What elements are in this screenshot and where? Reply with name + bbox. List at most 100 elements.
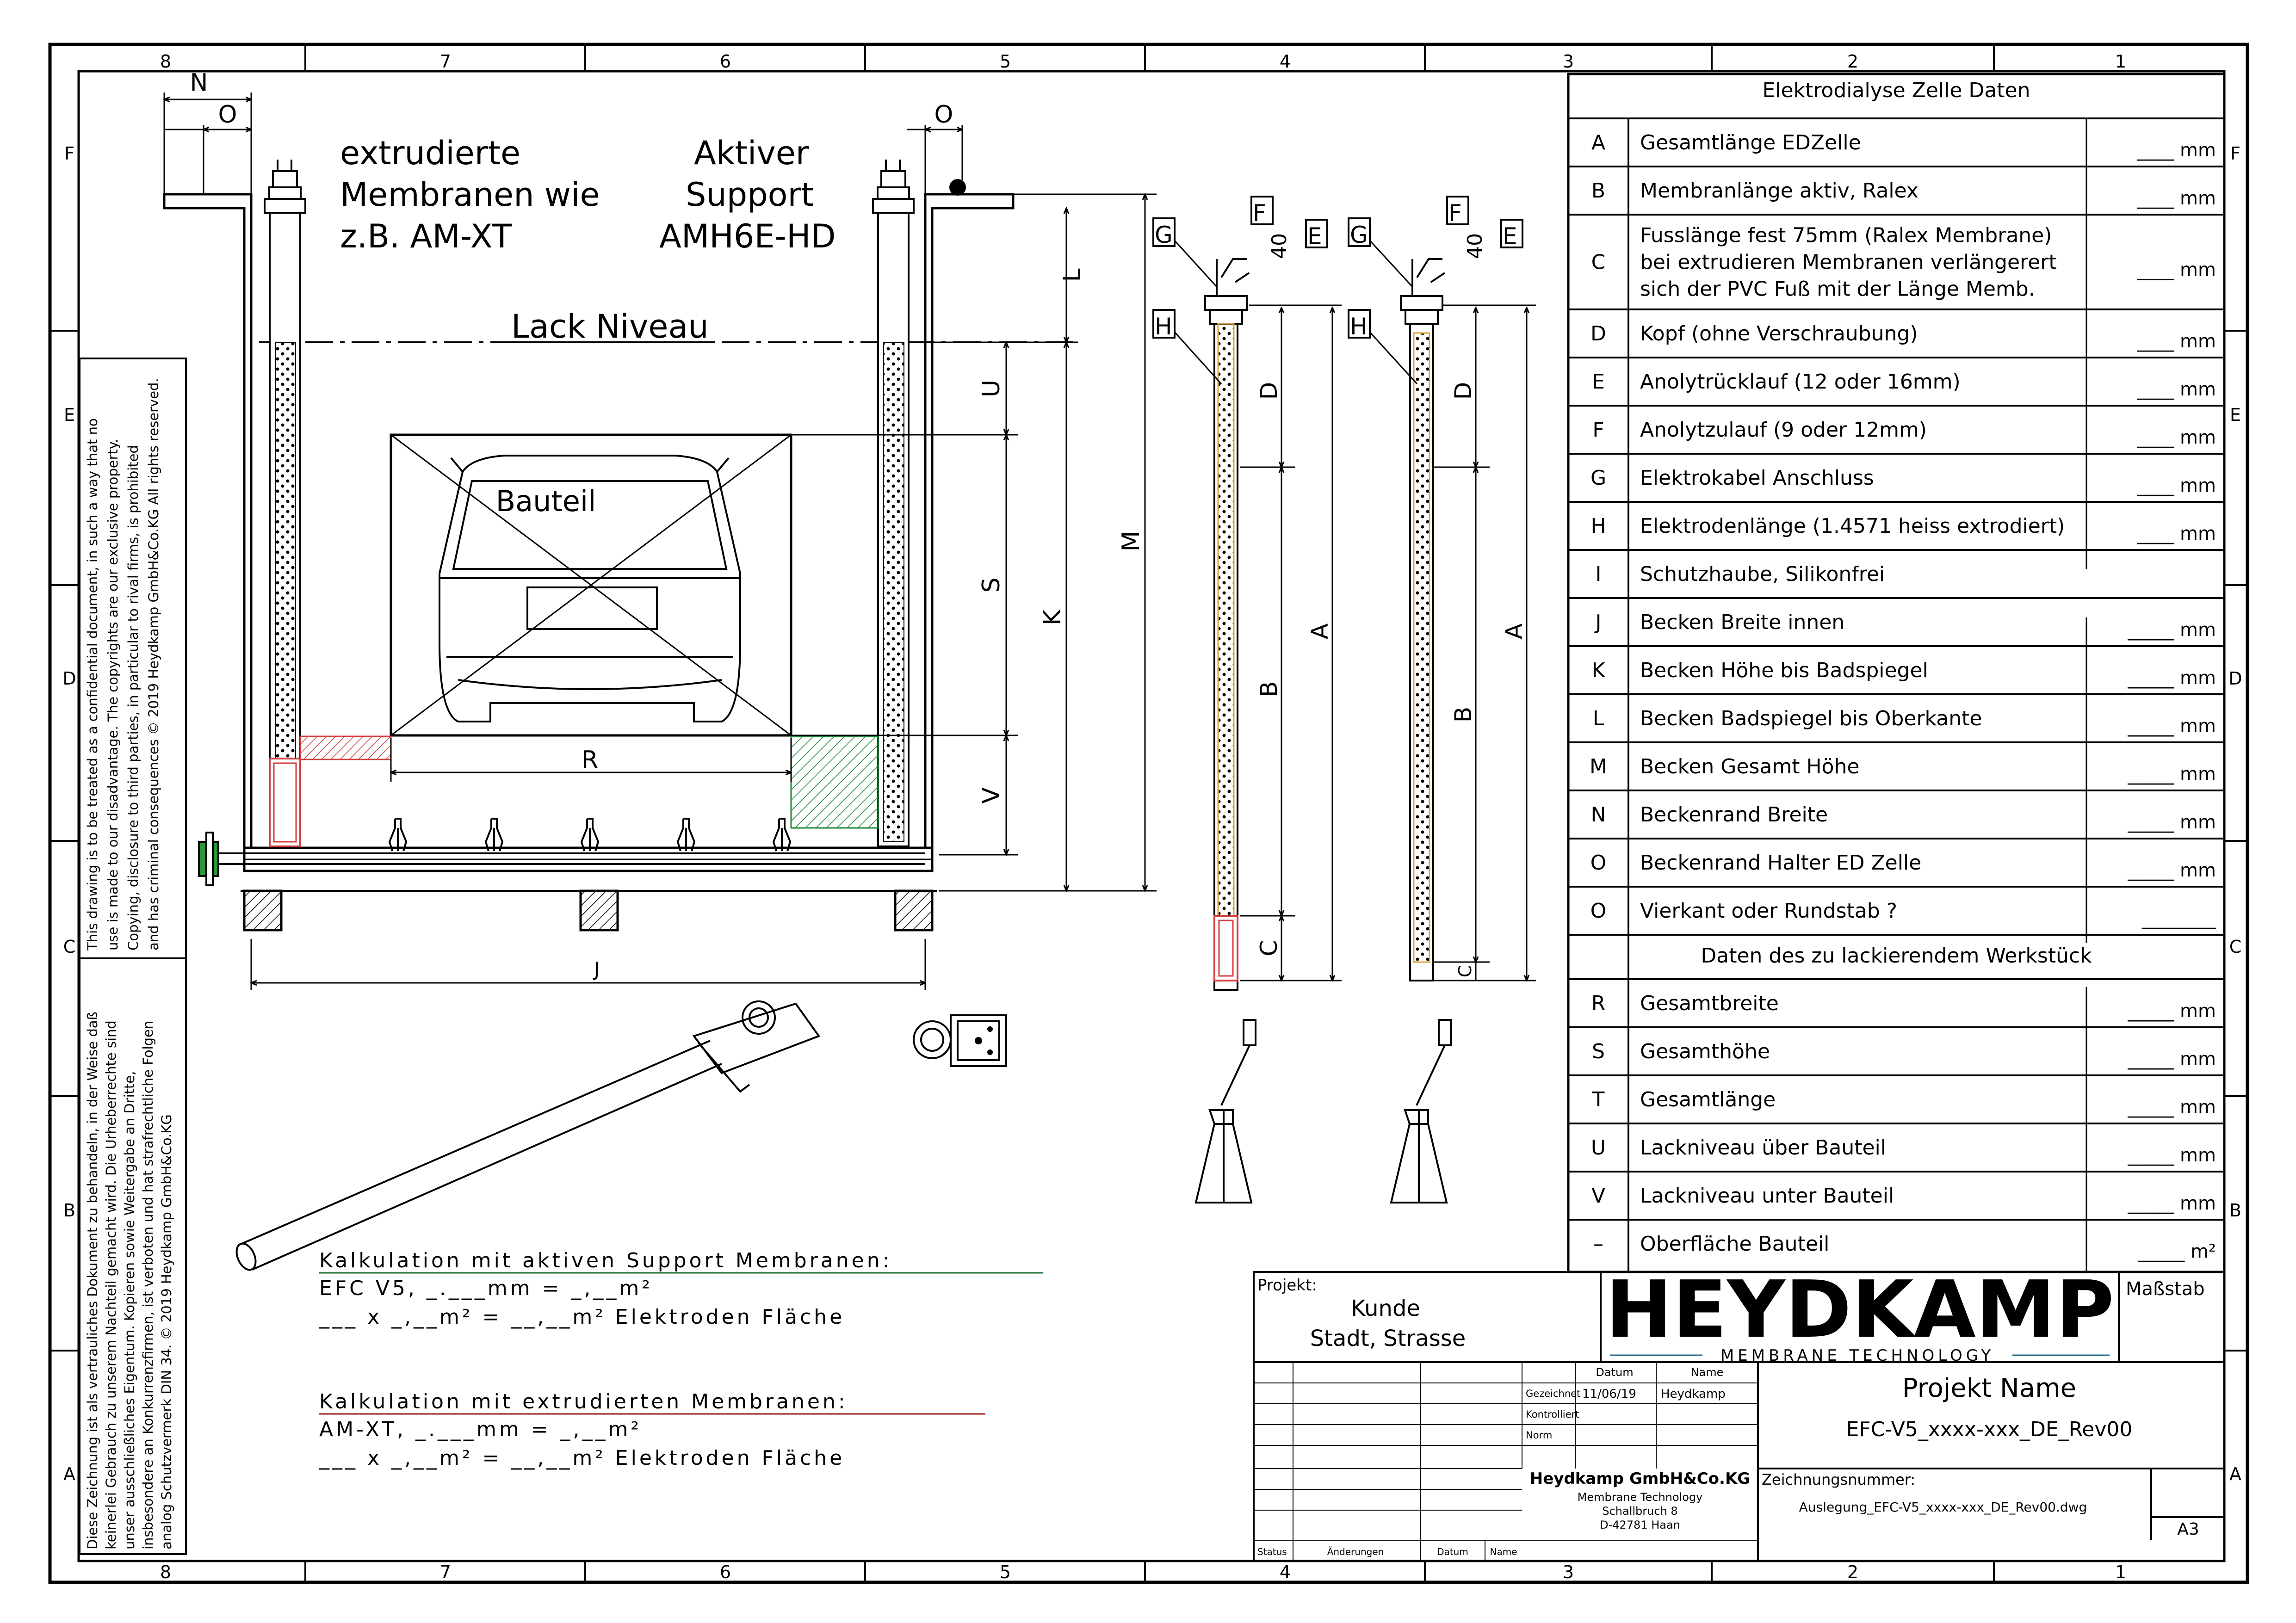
- table-row-key: V: [1591, 1184, 1605, 1208]
- tank-foot: [243, 889, 283, 932]
- calc-red-title: Kalkulation mit extrudierten Membranen:: [319, 1390, 848, 1413]
- col-label: 7: [440, 1562, 451, 1582]
- calc-extruded: Kalkulation mit extrudierten Membranen: …: [319, 1390, 985, 1470]
- dim-U: U: [978, 380, 1005, 397]
- calc-green-line1: EFC V5, _.___mm = _,__m²: [319, 1277, 653, 1300]
- table-row-unit: _____ mm: [2127, 1193, 2216, 1214]
- dim-J: J: [593, 958, 600, 981]
- grid-labels: 8 7 6 5 4 3 2 1 8 7 6 5 4 3 2 1 F E D C …: [62, 51, 2242, 1582]
- active-label: Aktiver: [694, 134, 809, 172]
- gezeichnet-label: Gezeichnet: [1526, 1388, 1580, 1399]
- dim-N: N: [190, 69, 208, 97]
- tank-foot: [579, 889, 619, 932]
- label-G: G: [1350, 222, 1368, 248]
- table-row-unit: _____ mm: [2127, 619, 2216, 641]
- row-label: F: [64, 143, 74, 164]
- table-row-text: Becken Breite innen: [1640, 611, 1844, 634]
- kontrolliert-label: Kontrolliert: [1526, 1409, 1579, 1420]
- dim-D: D: [1256, 382, 1282, 400]
- projekt-label: Projekt:: [1257, 1276, 1317, 1295]
- label-E: E: [1307, 223, 1322, 250]
- row-label: C: [63, 937, 76, 957]
- table-row-text: Gesamthöhe: [1640, 1040, 1770, 1063]
- table-row-key: D: [1590, 322, 1606, 346]
- col-label: 6: [720, 1562, 731, 1582]
- table-row-text: Becken Badspiegel bis Oberkante: [1640, 707, 1982, 730]
- name-header: Name: [1691, 1366, 1724, 1379]
- table-row-text: Anolytrücklauf (12 oder 16mm): [1640, 370, 1961, 394]
- label-E: E: [1503, 223, 1517, 250]
- table-row-key: G: [1590, 466, 1606, 490]
- table-row-unit: _____ mm: [2127, 1000, 2216, 1022]
- table-row-text: sich der PVC Fuß mit der Länge Memb.: [1640, 278, 2035, 301]
- gezeichnet-date: 11/06/19: [1582, 1387, 1636, 1401]
- confidentiality-notice: This drawing is to be treated as a confi…: [79, 358, 187, 1555]
- extruded-label: Membranen wie: [340, 176, 600, 214]
- label-H: H: [1350, 313, 1368, 340]
- title-block-text: Projekt: Kunde Stadt, Strasse HEYDKAMP M…: [1257, 1264, 2205, 1557]
- membrane-labels: extrudierte Membranen wie z.B. AM-XT Akt…: [340, 134, 835, 346]
- table-row-unit: ____ mm: [2136, 188, 2216, 209]
- dim-R: R: [582, 746, 598, 774]
- notice-de-line: keinerlei Gebrauch zu unserem Nachteil g…: [103, 1020, 119, 1549]
- row-label: D: [2228, 668, 2242, 689]
- company-logo-sub: MEMBRANE TECHNOLOGY: [1720, 1346, 1994, 1365]
- tank-dimensions: [164, 93, 1157, 990]
- company-line: Membrane Technology: [1578, 1491, 1703, 1504]
- row-label: E: [64, 405, 75, 425]
- calc-red-line2: ___ x _,__m² = __,__m² Elektroden Fläche: [319, 1446, 845, 1470]
- table-row-text: Vierkant oder Rundstab ?: [1640, 899, 1897, 923]
- col-label: 5: [1000, 1562, 1011, 1582]
- dim-A: A: [1501, 623, 1528, 639]
- active-label: Support: [686, 176, 814, 214]
- extruded-label: z.B. AM-XT: [340, 217, 512, 255]
- col-label: 2: [1847, 1562, 1858, 1582]
- col-label: 4: [1280, 1562, 1291, 1582]
- zeichnungsnummer-label: Zeichnungsnummer:: [1762, 1471, 1915, 1488]
- table-row-unit: _____ mm: [2127, 1097, 2216, 1118]
- company-line: Schallbruch 8: [1602, 1505, 1677, 1518]
- electrode-detail-2: [1400, 258, 1536, 981]
- table-row-key: B: [1591, 179, 1605, 203]
- electrode-detail-2-labels: G F E H 40 D B C A: [1348, 196, 1528, 978]
- table-row-unit: _____ mm: [2127, 716, 2216, 737]
- table-row-text: Beckenrand Halter ED Zelle: [1640, 851, 1921, 875]
- label-F: F: [1253, 200, 1266, 227]
- col-label: 6: [720, 51, 731, 72]
- col-label: 1: [2115, 51, 2126, 72]
- calc-green-title: Kalkulation mit aktiven Support Membrane…: [319, 1249, 892, 1272]
- col-label: 8: [160, 51, 171, 72]
- dim-C: C: [1455, 965, 1475, 978]
- stadt: Stadt, Strasse: [1310, 1326, 1466, 1351]
- table-row-text: Becken Gesamt Höhe: [1640, 755, 1859, 778]
- col-label: 5: [1000, 51, 1011, 72]
- dim-K: K: [1039, 609, 1066, 625]
- hanger-details: [1194, 1019, 1452, 1203]
- label-40: 40: [1463, 233, 1487, 259]
- table-row-unit: _____ mm: [2127, 1145, 2216, 1166]
- project-code: EFC-V5_xxxx-xxx_DE_Rev00: [1846, 1418, 2133, 1441]
- workpiece-label: Bauteil: [496, 484, 596, 518]
- table-row-text: Elektrodenlänge (1.4571 heiss extrodiert…: [1640, 514, 2065, 538]
- electrode-detail-1: [1204, 258, 1342, 991]
- table-row-text: Gesamtbreite: [1640, 992, 1779, 1015]
- table-row-unit: _____ m²: [2138, 1241, 2216, 1262]
- table-row-text: Lackniveau unter Bauteil: [1640, 1184, 1894, 1208]
- label-F: F: [1448, 200, 1462, 227]
- table-row-unit: ____ mm: [2136, 331, 2216, 352]
- table-row-key: O: [1590, 899, 1607, 923]
- table-header-2: Daten des zu lackierendem Werkstück: [1701, 944, 2092, 968]
- table-header: Elektrodialyse Zelle Daten: [1762, 79, 2030, 102]
- table-row-text: Anolytzulauf (9 oder 12mm): [1640, 418, 1927, 442]
- table-row-text: Membranlänge aktiv, Ralex: [1640, 179, 1918, 203]
- end-view-detail: [913, 1014, 1007, 1067]
- table-row-key: T: [1592, 1088, 1605, 1111]
- row-label: F: [2230, 143, 2240, 164]
- row-label: A: [63, 1464, 75, 1484]
- col-label: 1: [2115, 1562, 2126, 1582]
- dim-D: D: [1450, 382, 1477, 400]
- table-row-text: Becken Höhe bis Badspiegel: [1640, 659, 1928, 682]
- table-row-key: L: [1593, 707, 1604, 730]
- electrode-detail-1-labels: G F E H 40 D B C A: [1152, 196, 1333, 956]
- table-row-key: A: [1591, 131, 1605, 154]
